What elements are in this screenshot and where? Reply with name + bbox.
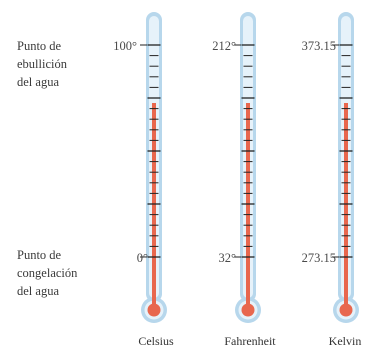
- celsius-mercury-column: [152, 103, 156, 310]
- fahrenheit-scale-label: Fahrenheit: [224, 334, 276, 348]
- celsius-mercury-bulb: [147, 303, 161, 317]
- fahrenheit-mercury-bulb: [241, 303, 255, 317]
- celsius-freezing-value: 0°: [137, 251, 148, 265]
- kelvin-freezing-value: 273.15: [302, 251, 336, 265]
- fahrenheit-boiling-value: 212°: [212, 39, 236, 53]
- kelvin-scale-label: Kelvin: [329, 334, 362, 348]
- kelvin-boiling-value: 373.15: [302, 39, 336, 53]
- kelvin-mercury-column: [344, 103, 348, 310]
- fahrenheit-thermometer-body: [234, 12, 261, 323]
- freezing-point-label: Punto de congelación del agua: [17, 248, 78, 298]
- fahrenheit-freezing-value: 32°: [219, 251, 237, 265]
- celsius-scale-label: Celsius: [138, 334, 174, 348]
- celsius-thermometer: 100° 0° Celsius: [113, 12, 174, 348]
- celsius-boiling-value: 100°: [113, 39, 137, 53]
- celsius-thermometer-body: [140, 12, 167, 323]
- kelvin-thermometer: 373.15 273.15 Kelvin: [302, 12, 362, 348]
- boiling-point-label: Punto de ebullición del agua: [17, 39, 67, 89]
- kelvin-thermometer-body: [332, 12, 359, 323]
- kelvin-mercury-bulb: [339, 303, 353, 317]
- fahrenheit-mercury-column: [246, 103, 250, 310]
- fahrenheit-thermometer: 212° 32° Fahrenheit: [212, 12, 276, 348]
